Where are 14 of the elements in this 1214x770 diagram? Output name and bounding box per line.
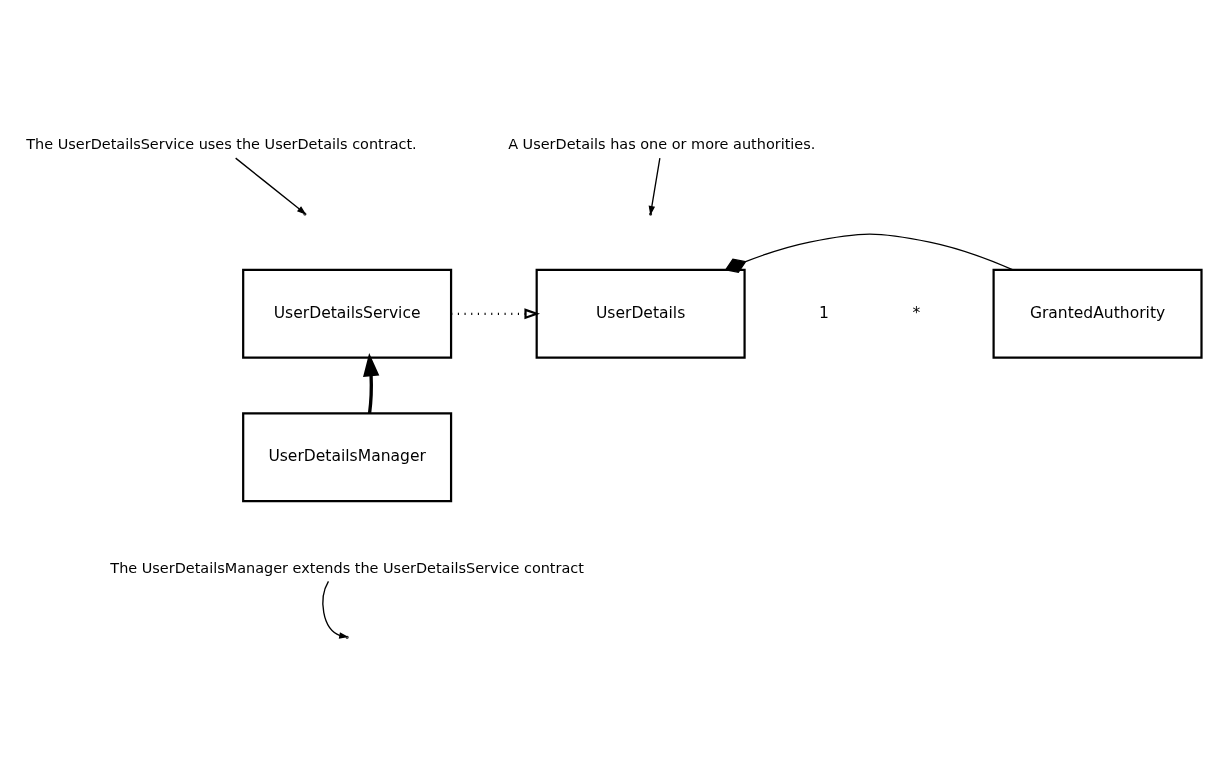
node-box: GrantedAuthority: [992, 268, 1203, 359]
node-box: UserDetailsManager: [242, 411, 453, 502]
arrow: [322, 580, 349, 639]
node-box: UserDetailsService: [242, 268, 453, 359]
arrow: [451, 307, 540, 319]
arrow: [648, 156, 661, 215]
node-text: The UserDetailsService uses the UserDetails contract.: [26, 135, 417, 152]
node-text: A UserDetails has one or more authorities.: [508, 135, 816, 152]
label: 1: [819, 303, 830, 322]
arrow: [363, 352, 380, 413]
node-box: UserDetails: [535, 268, 746, 359]
label: *: [912, 303, 921, 322]
node-text: The UserDetailsManager extends the UserDetailsService contract: [110, 559, 584, 576]
connector: [724, 232, 1014, 273]
